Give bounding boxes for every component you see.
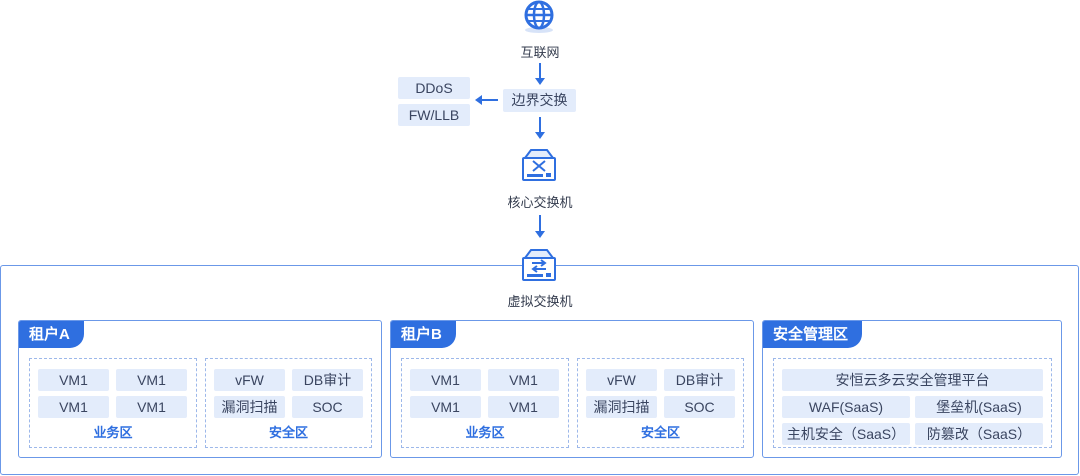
ddos-node: DDoS [398, 77, 470, 99]
vm-chip: VM1 [116, 369, 187, 391]
globe-icon [518, 0, 560, 34]
core-switch-label: 核心交换机 [507, 195, 573, 210]
security-zone-title: 安全区 [640, 425, 680, 440]
business-zone-title: 业务区 [93, 425, 133, 440]
border-switch-node: 边界交换 [503, 89, 576, 112]
internet-label: 互联网 [520, 45, 560, 60]
vfw-chip: vFW [214, 369, 285, 391]
tenant-b-business-zone: VM1 VM1 VM1 VM1 业务区 [401, 358, 569, 448]
vm-chip: VM1 [116, 396, 187, 418]
arrow-border-to-security [475, 95, 498, 105]
tenant-a-title: 租户A [19, 321, 84, 348]
db-audit-chip: DB审计 [664, 369, 735, 391]
arrow-internet-to-border [535, 63, 545, 85]
vuln-scan-chip: 漏洞扫描 [586, 396, 657, 418]
anti-tamper-chip: 防篡改（SaaS） [915, 423, 1043, 445]
tenant-b-panel: 租户B VM1 VM1 VM1 VM1 业务区 vFW DB审计 漏洞扫描 SO… [390, 320, 754, 458]
waf-chip: WAF(SaaS) [782, 396, 910, 418]
mgmt-platform-chip: 安恒云多云安全管理平台 [782, 369, 1043, 391]
security-mgmt-title: 安全管理区 [763, 321, 863, 348]
tenant-a-business-zone: VM1 VM1 VM1 VM1 业务区 [29, 358, 197, 448]
security-mgmt-zone: 安恒云多云安全管理平台 WAF(SaaS) 堡垒机(SaaS) 主机安全（Saa… [773, 358, 1052, 448]
tenant-a-panel: 租户A VM1 VM1 VM1 VM1 业务区 vFW DB审计 漏洞扫描 SO… [18, 320, 382, 458]
security-zone-title: 安全区 [268, 425, 308, 440]
virtual-switch-label: 虚拟交换机 [507, 294, 573, 309]
tenant-a-security-zone: vFW DB审计 漏洞扫描 SOC 安全区 [205, 358, 372, 448]
soc-chip: SOC [292, 396, 363, 418]
bastion-chip: 堡垒机(SaaS) [915, 396, 1043, 418]
core-switch-icon [518, 146, 560, 184]
vm-chip: VM1 [38, 369, 109, 391]
vm-chip: VM1 [488, 369, 559, 391]
vuln-scan-chip: 漏洞扫描 [214, 396, 285, 418]
arrow-border-to-core [535, 117, 545, 139]
vm-chip: VM1 [410, 369, 481, 391]
soc-chip: SOC [664, 396, 735, 418]
vm-chip: VM1 [410, 396, 481, 418]
virtual-switch-icon [518, 246, 560, 284]
host-security-chip: 主机安全（SaaS） [782, 423, 910, 445]
arrow-core-to-virtual [535, 215, 545, 238]
tenant-b-security-zone: vFW DB审计 漏洞扫描 SOC 安全区 [577, 358, 744, 448]
vfw-chip: vFW [586, 369, 657, 391]
business-zone-title: 业务区 [465, 425, 505, 440]
tenant-b-title: 租户B [391, 321, 456, 348]
vm-chip: VM1 [488, 396, 559, 418]
vm-chip: VM1 [38, 396, 109, 418]
fw-llb-node: FW/LLB [398, 104, 470, 126]
security-mgmt-panel: 安全管理区 安恒云多云安全管理平台 WAF(SaaS) 堡垒机(SaaS) 主机… [762, 320, 1062, 458]
db-audit-chip: DB审计 [292, 369, 363, 391]
